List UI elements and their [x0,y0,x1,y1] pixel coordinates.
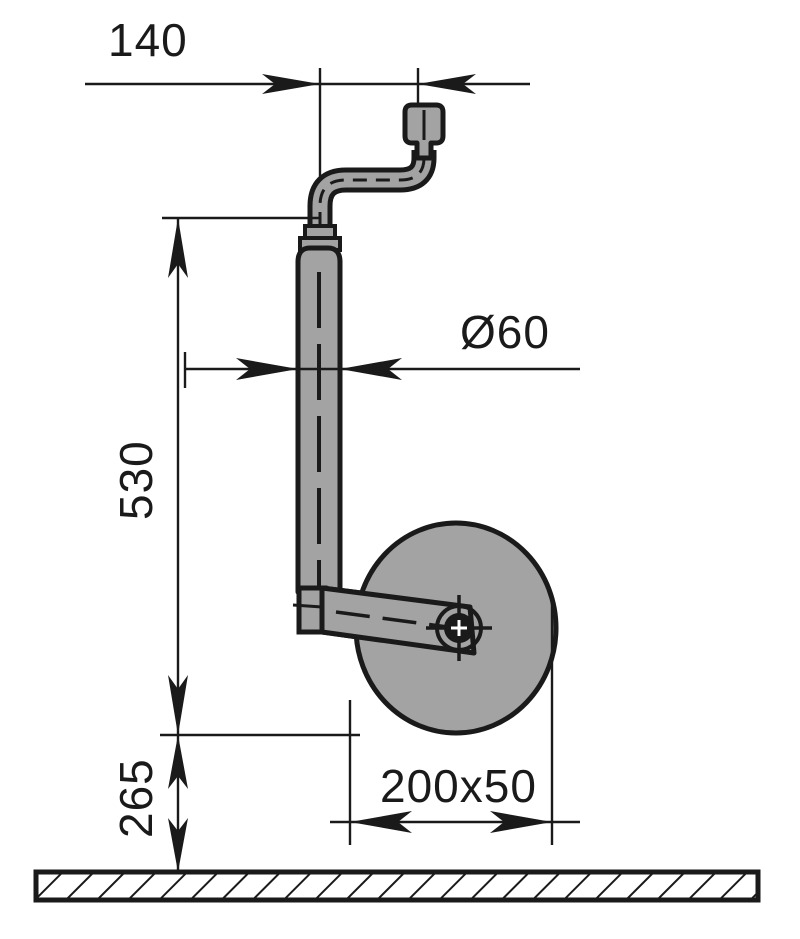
wheel-hub [426,595,492,661]
dimension-140-arrow-right [418,74,476,94]
dimension-200x50-arrow-left [350,811,412,833]
dimension-265-arrow-top [168,735,188,789]
dimension-265-arrow-bottom [168,818,188,872]
dimension-530-arrow-bottom [168,675,188,735]
axle-bracket-tick [292,603,323,609]
ground-hatch [33,869,761,903]
axle-arm-overlay [319,585,477,656]
crank-arm-centerline [318,152,426,226]
ground-outline [33,869,761,903]
dimension-200x50-label: 200x50 [380,760,537,812]
support-tube [295,245,343,595]
dimension-530: 530 [110,216,360,737]
crank-handle [307,102,446,228]
dimension-200x50-arrow-right [490,811,552,833]
dimension-d60-label: Ø60 [460,306,550,358]
dimension-d60-arrow-left [236,358,298,380]
dimension-265: 265 [110,735,188,872]
dimension-140-label: 140 [108,14,188,66]
ground-hatch-fill [36,872,758,900]
dimension-d60-arrow-right [340,358,402,380]
dimension-140: 140 [85,14,530,232]
dimension-530-label: 530 [110,440,162,520]
dimension-tube-diameter: Ø60 [183,306,580,388]
dimension-wheel-size: 200x50 [330,600,580,845]
dimension-140-arrow-left [262,74,320,94]
dimension-530-arrow-top [168,218,188,278]
dimension-265-label: 265 [110,758,162,838]
